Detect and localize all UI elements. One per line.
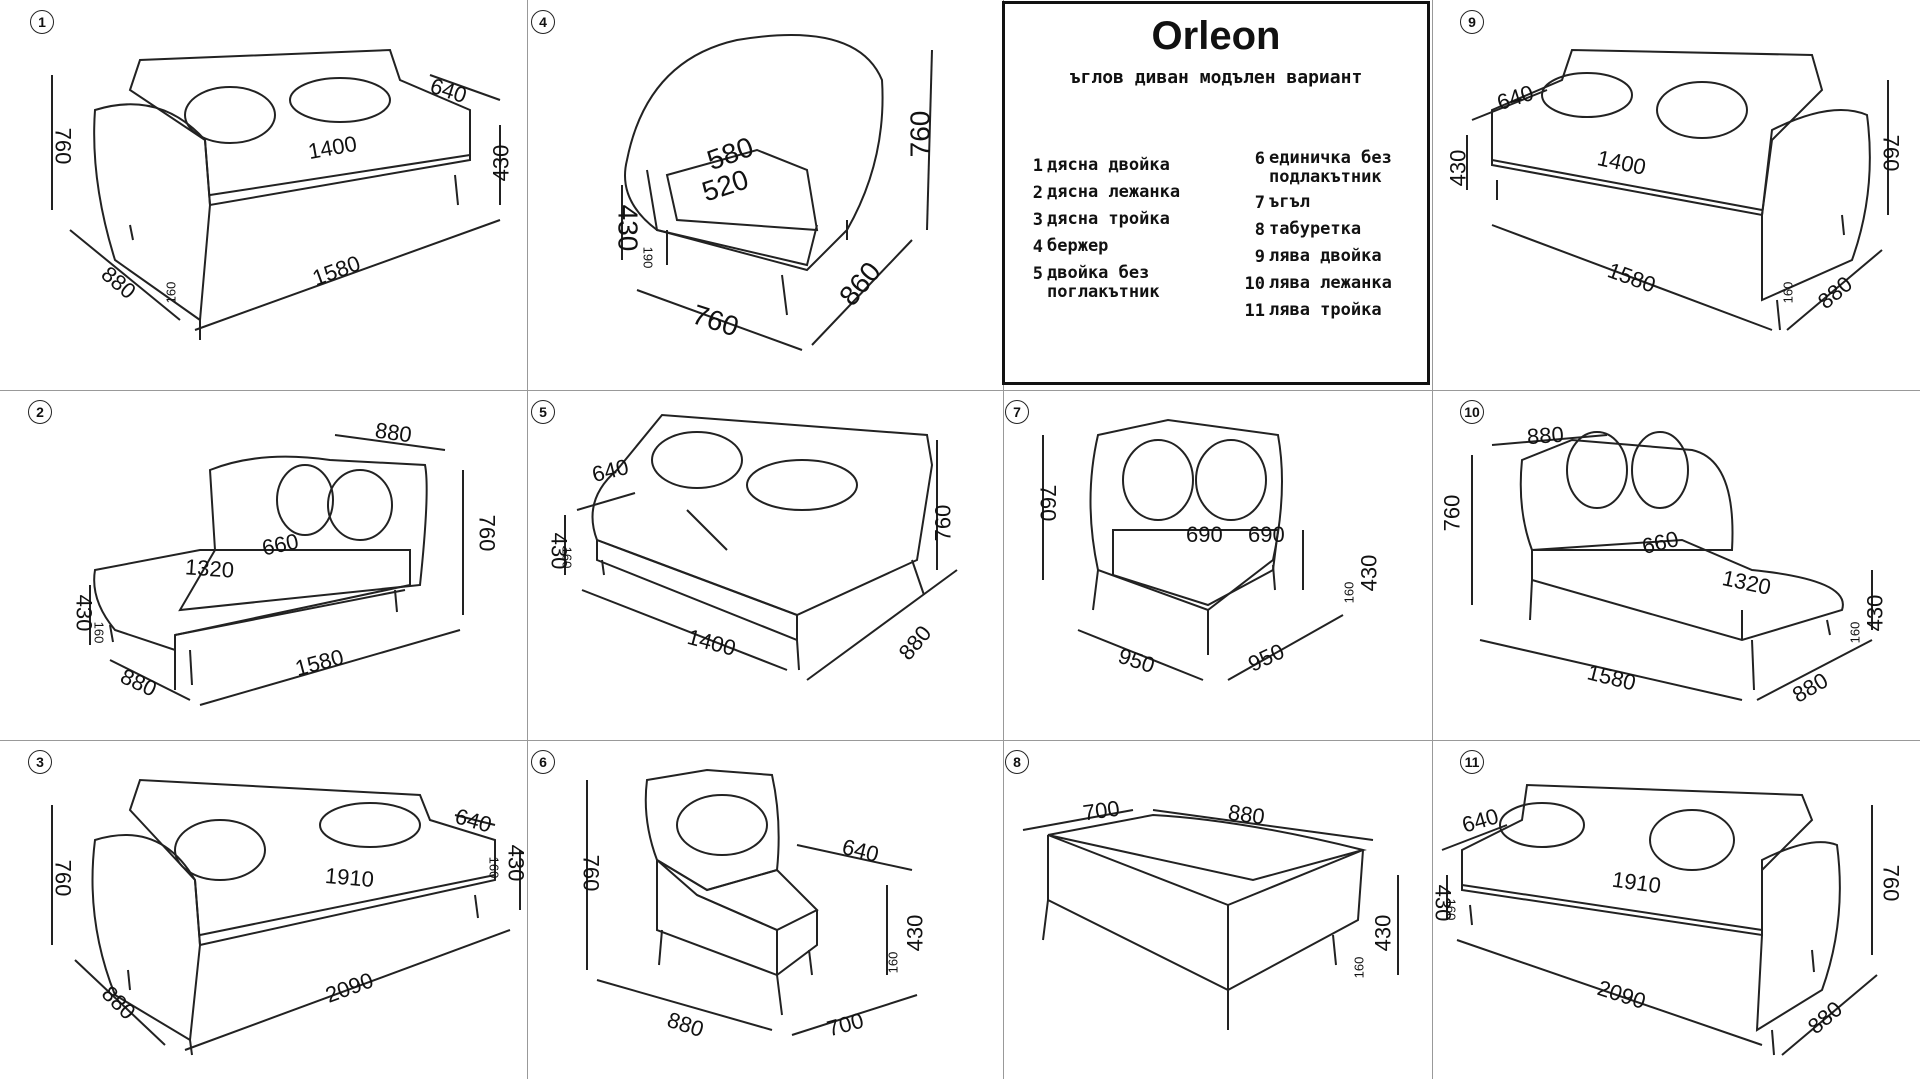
cell-9: 9 640 430 1400 760 1580 160 880 bbox=[1432, 0, 1920, 390]
grid-line bbox=[527, 0, 528, 1079]
cell-number: 10 bbox=[1460, 400, 1484, 424]
cell-number: 8 bbox=[1005, 750, 1029, 774]
dimension-label: 700 bbox=[1081, 795, 1122, 826]
dimension-label: 430 bbox=[1862, 594, 1888, 632]
cell-number: 2 bbox=[28, 400, 52, 424]
dimension-label: 430 bbox=[1356, 554, 1382, 592]
cell-4: 4 580 520 760 430 190 760 860 bbox=[527, 0, 1003, 390]
pouf-drawing bbox=[1022, 809, 1399, 1030]
dimension-label: 190 bbox=[640, 246, 656, 269]
cell-5: 5 640 430 160 760 1400 880 bbox=[527, 390, 1003, 740]
cell-number: 11 bbox=[1460, 750, 1484, 774]
dimension-label: 760 bbox=[1439, 494, 1465, 532]
dimension-label: 880 bbox=[1226, 799, 1267, 830]
dimension-label: 160 bbox=[1341, 581, 1357, 604]
dimension-label: 430 bbox=[488, 144, 514, 182]
legend-title: Orleon bbox=[1151, 14, 1281, 58]
dimension-label: 160 bbox=[1847, 621, 1863, 644]
grid-line bbox=[1432, 0, 1433, 1079]
sofa-drawing bbox=[1441, 783, 1878, 1056]
dimension-label: 760 bbox=[1035, 484, 1061, 522]
dimension-label: 760 bbox=[930, 504, 956, 542]
cell-8: 8 700 880 430 160 bbox=[1003, 740, 1432, 1079]
dimension-label: 880 bbox=[1526, 421, 1565, 450]
sofa-drawing bbox=[51, 48, 501, 340]
grid-line bbox=[0, 390, 1920, 391]
cell-1: 1 760 640 1400 430 880 1580 160 bbox=[0, 0, 527, 390]
corner-drawing bbox=[1042, 418, 1344, 681]
dimension-label: 760 bbox=[50, 127, 76, 165]
dimension-label: 160 bbox=[559, 546, 575, 569]
dimension-label: 430 bbox=[1445, 149, 1471, 187]
dimension-label: 160 bbox=[163, 281, 179, 304]
cell-10: 10 880 760 660 1320 430 160 1580 880 bbox=[1432, 390, 1920, 740]
cell-number: 1 bbox=[30, 10, 54, 34]
dimension-label: 430 bbox=[503, 844, 527, 882]
cell-11: 11 640 430 160 1910 760 2090 880 bbox=[1432, 740, 1920, 1079]
grid-line bbox=[0, 740, 1920, 741]
dimension-label: 690 bbox=[1186, 522, 1223, 547]
cell-number: 3 bbox=[28, 750, 52, 774]
dimension-label: 760 bbox=[578, 854, 604, 892]
dimension-label: 430 bbox=[1370, 914, 1396, 952]
dimension-label: 1910 bbox=[324, 862, 375, 893]
cell-number: 5 bbox=[531, 400, 555, 424]
cell-2: 2 880 660 1320 760 430 160 880 1580 bbox=[0, 390, 527, 740]
dimension-label: 160 bbox=[1780, 281, 1796, 304]
dimension-label: 430 bbox=[902, 914, 928, 952]
sofa-drawing bbox=[1466, 48, 1889, 331]
dimension-label: 880 bbox=[373, 417, 414, 448]
dimension-label: 430 bbox=[612, 204, 644, 252]
single-drawing bbox=[586, 768, 918, 1036]
cell-number: 6 bbox=[531, 750, 555, 774]
cell-number: 4 bbox=[531, 10, 555, 34]
cell-number: 7 bbox=[1005, 400, 1029, 424]
sofa-drawing bbox=[564, 413, 958, 681]
legend-subtitle: ъглов диван модълен вариант bbox=[1069, 67, 1363, 88]
dimension-label: 160 bbox=[885, 951, 901, 974]
dimension-label: 160 bbox=[91, 621, 107, 644]
dimension-label: 1320 bbox=[184, 554, 235, 583]
dimension-label: 690 bbox=[1248, 522, 1285, 547]
dimension-label: 760 bbox=[1878, 134, 1904, 172]
sofa-drawing bbox=[51, 778, 521, 1056]
dimension-label: 760 bbox=[474, 514, 500, 552]
dimension-label: 760 bbox=[904, 110, 936, 158]
cell-7: 7 760 690 690 430 160 950 950 bbox=[1003, 390, 1432, 740]
chaise-drawing bbox=[1471, 431, 1873, 701]
dimension-label: 760 bbox=[1878, 864, 1904, 902]
dimension-label: 160 bbox=[486, 856, 502, 879]
dimension-label: 760 bbox=[50, 859, 76, 897]
cell-3: 3 760 640 1910 430 160 880 2090 bbox=[0, 740, 527, 1079]
dimension-label: 160 bbox=[1443, 898, 1459, 921]
grid-line bbox=[1003, 0, 1004, 1079]
armchair-drawing bbox=[621, 34, 933, 351]
cell-number: 9 bbox=[1460, 10, 1484, 34]
cell-6: 6 760 640 430 160 880 700 bbox=[527, 740, 1003, 1079]
dimension-label: 160 bbox=[1351, 956, 1367, 979]
chaise-drawing bbox=[89, 434, 464, 706]
